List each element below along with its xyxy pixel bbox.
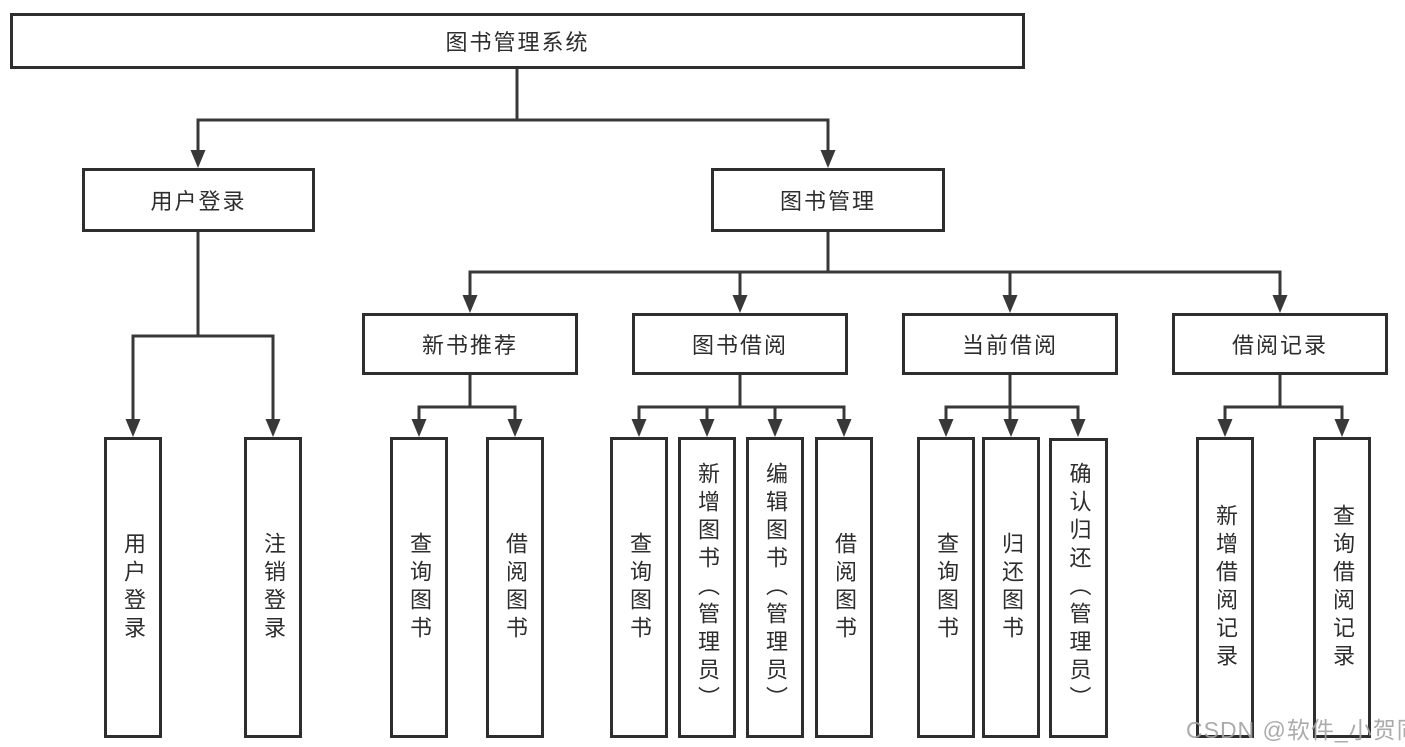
- node-label: 注销登录: [261, 531, 286, 644]
- node-add-borrow-record: 新增借阅记录: [1196, 437, 1254, 738]
- node-add-book-admin: 新增图书（管理员）: [678, 437, 736, 738]
- node-label: 编辑图书（管理员）: [763, 461, 788, 714]
- node-borrow-books-recommend: 借阅图书: [486, 437, 544, 738]
- node-label: 归还图书: [999, 531, 1024, 644]
- node-query-borrow-record: 查询借阅记录: [1313, 437, 1371, 738]
- node-confirm-return-admin: 确认归还（管理员）: [1049, 438, 1108, 738]
- node-label: 借阅图书: [832, 531, 857, 644]
- node-label: 用户登录: [121, 531, 146, 644]
- node-current-borrow: 当前借阅: [902, 313, 1118, 375]
- node-label: 查询图书: [627, 531, 652, 644]
- node-label: 查询图书: [934, 531, 959, 644]
- node-query-books-borrow: 查询图书: [610, 437, 668, 738]
- node-label: 当前借阅: [961, 333, 1058, 358]
- node-borrow-records: 借阅记录: [1172, 313, 1388, 375]
- node-new-book-recommend: 新书推荐: [362, 313, 578, 375]
- node-label: 图书借阅: [691, 333, 788, 358]
- node-label: 查询图书: [407, 531, 432, 644]
- node-label: 图书管理: [779, 189, 876, 214]
- csdn-watermark: CSDN @软件_小贺同学: [1186, 717, 1405, 743]
- node-return-book: 归还图书: [982, 437, 1040, 738]
- node-label: 图书管理系统: [445, 30, 590, 55]
- node-edit-book-admin: 编辑图书（管理员）: [746, 437, 804, 738]
- node-system-root: 图书管理系统: [10, 13, 1025, 69]
- node-book-borrow: 图书借阅: [632, 313, 848, 375]
- node-borrow-books: 借阅图书: [815, 437, 873, 738]
- node-label: 借阅图书: [503, 531, 528, 644]
- node-label: 新增借阅记录: [1213, 503, 1238, 672]
- node-query-books-current: 查询图书: [917, 437, 975, 738]
- node-user-login: 用户登录: [82, 168, 315, 232]
- node-label: 确认归还（管理员）: [1066, 462, 1092, 714]
- node-user-login-action: 用户登录: [104, 437, 162, 738]
- node-label: 查询借阅记录: [1330, 503, 1355, 672]
- node-book-management: 图书管理: [711, 168, 945, 232]
- node-label: 借阅记录: [1231, 333, 1328, 358]
- node-label: 用户登录: [150, 189, 247, 214]
- node-logout: 注销登录: [244, 437, 302, 738]
- node-label: 新书推荐: [421, 333, 518, 358]
- node-query-books-recommend: 查询图书: [390, 437, 448, 738]
- node-label: 新增图书（管理员）: [695, 461, 720, 714]
